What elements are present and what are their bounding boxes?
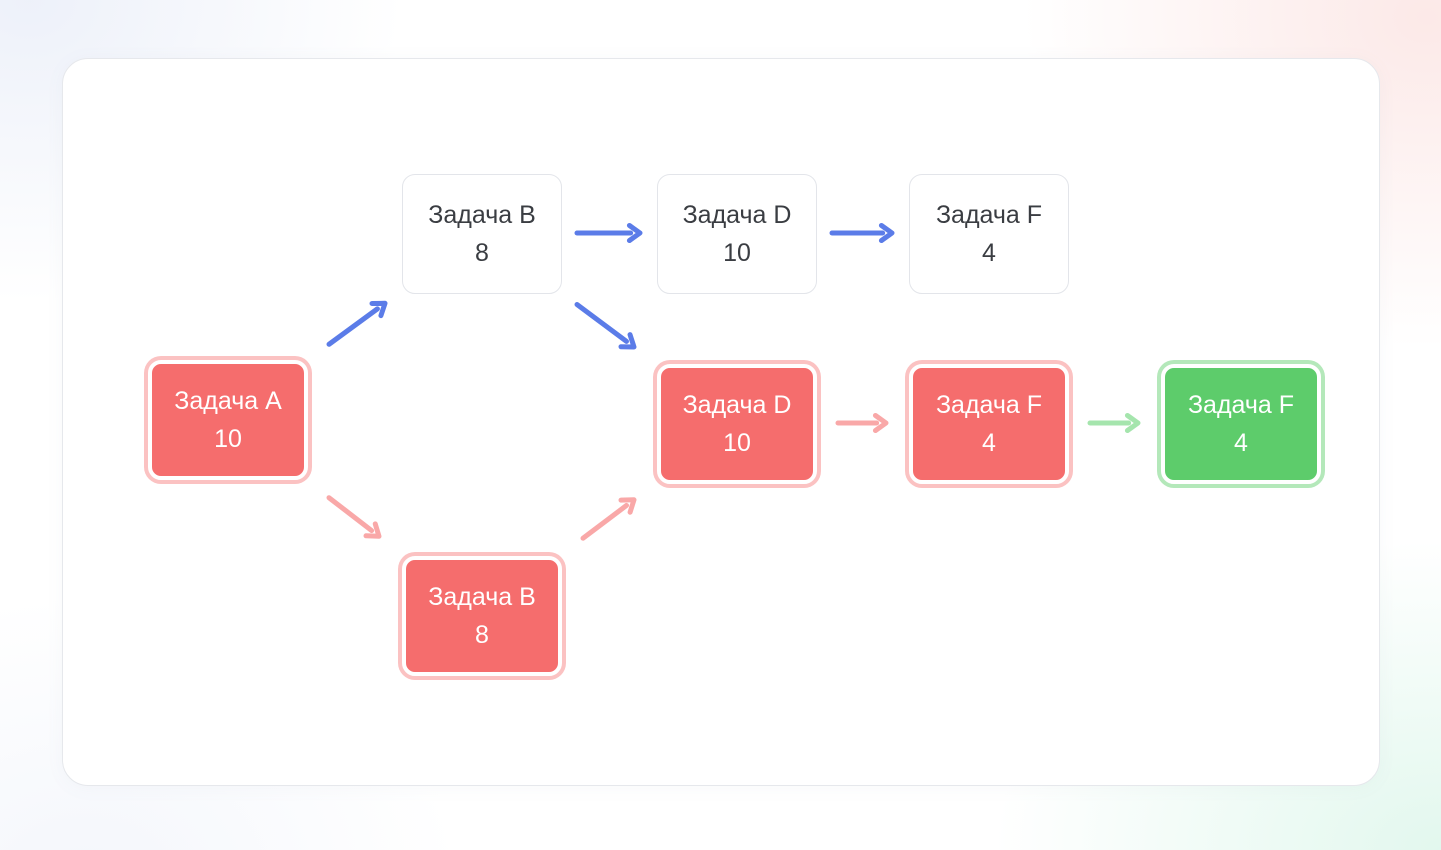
task-node-title: Задача F [1187, 391, 1295, 420]
task-node-title: Задача F [935, 201, 1043, 230]
task-node-d-mid[interactable]: Задача D 10 [657, 364, 817, 484]
task-node-b-top[interactable]: Задача B 8 [402, 174, 562, 294]
task-node-weight: 10 [723, 238, 751, 267]
task-node-weight: 10 [214, 424, 242, 453]
task-node-title: Задача B [428, 583, 536, 612]
task-node-weight: 4 [982, 238, 996, 267]
task-node-weight: 10 [723, 428, 751, 457]
task-node-f-top[interactable]: Задача F 4 [909, 174, 1069, 294]
task-node-f-done[interactable]: Задача F 4 [1161, 364, 1321, 484]
task-node-weight: 4 [1234, 428, 1248, 457]
task-node-a-mid[interactable]: Задача A 10 [148, 360, 308, 480]
task-node-weight: 8 [475, 238, 489, 267]
task-node-weight: 4 [982, 428, 996, 457]
task-node-title: Задача D [682, 391, 792, 420]
task-node-title: Задача F [935, 391, 1043, 420]
task-node-title: Задача A [174, 387, 282, 416]
task-node-weight: 8 [475, 620, 489, 649]
task-node-title: Задача B [428, 201, 536, 230]
task-node-d-top[interactable]: Задача D 10 [657, 174, 817, 294]
task-node-title: Задача D [682, 201, 792, 230]
task-node-b-bottom[interactable]: Задача B 8 [402, 556, 562, 676]
task-node-f-mid[interactable]: Задача F 4 [909, 364, 1069, 484]
